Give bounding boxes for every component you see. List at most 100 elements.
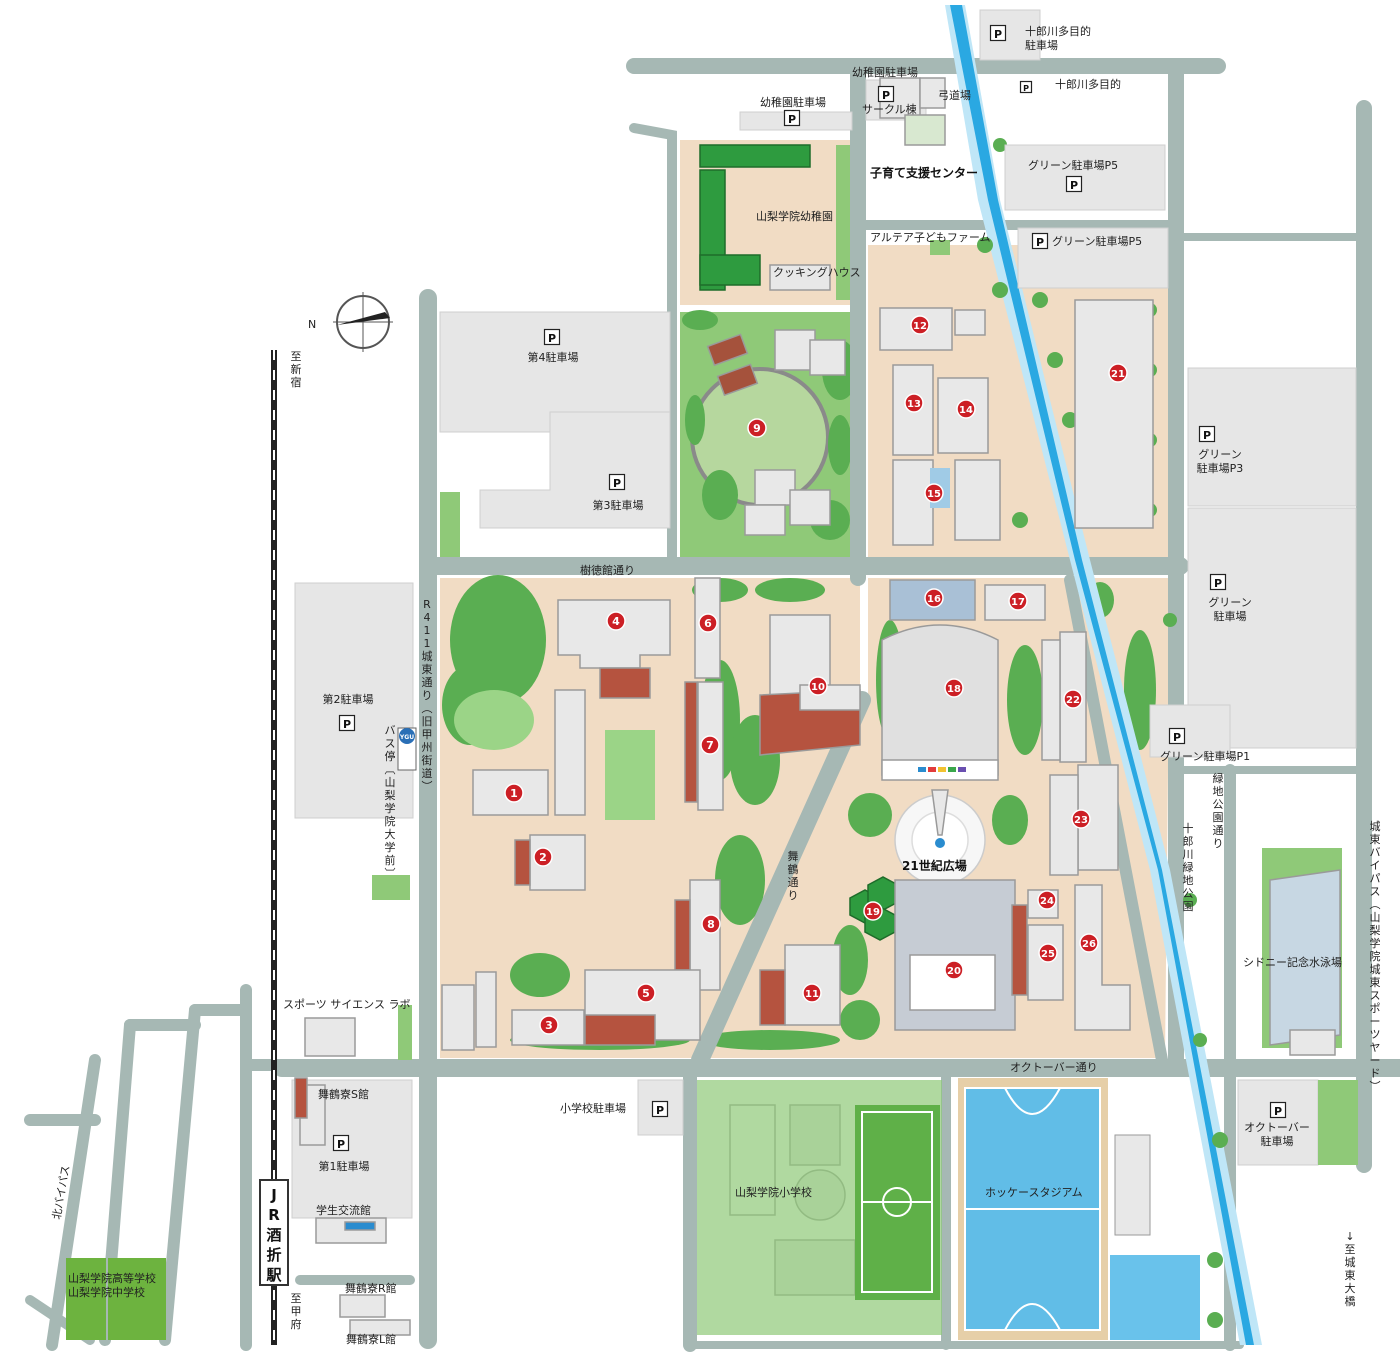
label-green-parking: グリーン駐車場 (1208, 595, 1251, 623)
parking-icon: P (1031, 232, 1049, 250)
building-marker-16[interactable]: 16 (924, 588, 944, 608)
svg-text:N: N (308, 318, 316, 331)
label-green-p1: グリーン駐車場P1 (1160, 749, 1250, 763)
building-marker-10[interactable]: 10 (808, 676, 828, 696)
svg-text:P: P (613, 477, 621, 490)
kinder-lawn (836, 145, 850, 300)
label-jutoku-st: 樹徳館通り (580, 563, 635, 577)
svg-text:13: 13 (907, 399, 921, 410)
building-marker-26[interactable]: 26 (1079, 933, 1099, 953)
building-marker-21[interactable]: 21 (1108, 363, 1128, 383)
building-marker-6[interactable]: 6 (698, 613, 718, 633)
svg-text:22: 22 (1066, 695, 1080, 706)
svg-text:P: P (343, 718, 351, 731)
parking-icon: P (1209, 573, 1227, 591)
label-bus-stop: バス停︹山梨学院大学前︺ (385, 724, 396, 880)
svg-text:2: 2 (539, 851, 547, 864)
label-jurokawa-parking: 十郎川多目的駐車場 (1025, 24, 1091, 52)
building-marker-20[interactable]: 20 (944, 960, 964, 980)
label-cooking: クッキングハウス (773, 265, 861, 279)
soccer-field-lines (861, 1111, 933, 1293)
label-jurokawa-park: 十郎川緑地公園 (1183, 821, 1194, 913)
svg-text:P: P (1036, 236, 1044, 249)
svg-text:8: 8 (707, 918, 715, 931)
label-kinder: 山梨学院幼稚園 (756, 209, 833, 223)
building-marker-19[interactable]: 19 (863, 901, 883, 921)
parking-icon: P (877, 85, 895, 103)
building-marker-17[interactable]: 17 (1008, 591, 1028, 611)
compass-icon: N (308, 292, 393, 352)
svg-text:24: 24 (1040, 896, 1054, 907)
svg-text:P: P (1274, 1105, 1282, 1118)
building-marker-1[interactable]: 1 (504, 783, 524, 803)
green-strip-october (1318, 1080, 1358, 1165)
parking-october (1237, 1079, 1319, 1166)
building-marker-3[interactable]: 3 (539, 1015, 559, 1035)
label-circle-bldg: サークル棟 (862, 102, 917, 116)
svg-text:P: P (1023, 84, 1029, 93)
building-marker-18[interactable]: 18 (944, 678, 964, 698)
buildings (294, 77, 1342, 1336)
label-october-st: オクトーバー通り (1010, 1061, 1098, 1074)
label-elementary: 山梨学院小学校 (735, 1185, 812, 1199)
building-marker-22[interactable]: 22 (1063, 689, 1083, 709)
label-high-school: 山梨学院高等学校山梨学院中学校 (68, 1271, 156, 1299)
label-jurokawa-small: 十郎川多目的 (1055, 77, 1121, 91)
jurokawa-river (945, 5, 1262, 1345)
svg-text:4: 4 (612, 615, 620, 628)
svg-text:P: P (656, 1104, 664, 1117)
parking-icon: P (783, 109, 801, 127)
label-kinder-parking-top: 幼稚園駐車場 (852, 65, 918, 79)
svg-text:16: 16 (927, 594, 941, 605)
svg-text:7: 7 (706, 739, 714, 752)
building-marker-25[interactable]: 25 (1038, 943, 1058, 963)
parking-green-p1 (1149, 704, 1231, 758)
building-marker-4[interactable]: 4 (606, 611, 626, 631)
label-parking1: 第1駐車場 (319, 1159, 370, 1173)
svg-text:15: 15 (927, 489, 941, 500)
svg-text:P: P (994, 28, 1002, 41)
svg-text:P: P (548, 332, 556, 345)
building-marker-8[interactable]: 8 (701, 914, 721, 934)
hockey-side-pool (1110, 1255, 1200, 1340)
building-marker-23[interactable]: 23 (1071, 809, 1091, 829)
parking-icon: P (1198, 425, 1216, 443)
parking-icon: P (608, 473, 626, 491)
building-marker-11[interactable]: 11 (802, 983, 822, 1003)
building-marker-12[interactable]: 12 (910, 315, 930, 335)
parking-3 (479, 411, 671, 529)
label-sports-lab: スポーツ サイエンス ラボ (283, 998, 410, 1011)
svg-text:26: 26 (1082, 939, 1096, 950)
bus-stop-sign-icon: YGU (397, 727, 417, 771)
label-altea-farm: アルテア子どもファーム (870, 231, 991, 244)
label-elem-parking: 小学校駐車場 (560, 1101, 626, 1115)
label-joto-bypass: 城東バイパス︵山梨学院城東スポーツヤード︶ (1370, 820, 1381, 1093)
building-marker-7[interactable]: 7 (700, 735, 720, 755)
label-green-p5-a: グリーン駐車場P5 (1028, 158, 1118, 172)
label-maizuru-r: 舞鶴寮R館 (345, 1281, 397, 1295)
parking-icon: P (1168, 727, 1186, 745)
building-marker-5[interactable]: 5 (636, 983, 656, 1003)
high-school-block-a (66, 1258, 106, 1340)
building-marker-2[interactable]: 2 (533, 847, 553, 867)
svg-text:14: 14 (959, 405, 973, 416)
building-marker-13[interactable]: 13 (904, 393, 924, 413)
building-marker-15[interactable]: 15 (924, 483, 944, 503)
label-to-shinjuku: 至新宿 (291, 350, 302, 389)
building-marker-14[interactable]: 14 (956, 399, 976, 419)
green-strip-lab (398, 1005, 412, 1060)
building-marker-9[interactable]: 9 (747, 418, 767, 438)
svg-text:6: 6 (704, 617, 712, 630)
parking-2 (294, 582, 414, 819)
building-marker-24[interactable]: 24 (1037, 890, 1057, 910)
green-strip-bus (372, 875, 410, 900)
label-student-hall: 学生交流館 (316, 1203, 371, 1217)
svg-text:P: P (337, 1138, 345, 1151)
label-maizuru-l: 舞鶴寮L館 (346, 1332, 396, 1346)
label-to-kofu: 至甲府 (291, 1292, 302, 1331)
grass-strip-west (440, 492, 460, 562)
